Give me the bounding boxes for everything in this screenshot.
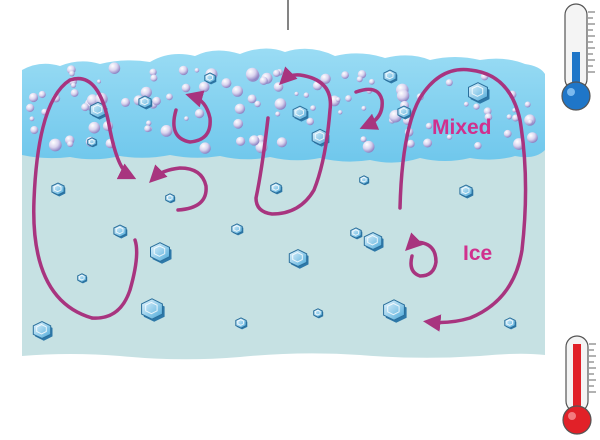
air-bubble-icon	[357, 76, 363, 82]
air-bubble-icon	[294, 92, 298, 96]
air-bubble-icon	[306, 118, 314, 126]
air-bubble-icon	[166, 94, 173, 101]
air-bubble-icon	[504, 130, 512, 138]
air-bubble-icon	[152, 97, 161, 106]
air-bubble-icon	[30, 126, 38, 134]
air-bubble-icon	[527, 132, 538, 143]
air-bubble-icon	[199, 82, 210, 93]
air-bubble-icon	[507, 114, 512, 119]
air-bubble-icon	[248, 95, 257, 104]
air-bubble-icon	[109, 62, 121, 74]
air-bubble-icon	[69, 71, 75, 77]
air-bubble-icon	[369, 79, 375, 85]
air-bubble-icon	[474, 142, 481, 149]
air-bubble-icon	[49, 139, 62, 152]
air-bubble-icon	[146, 120, 151, 125]
air-bubble-icon	[195, 68, 200, 73]
air-bubble-icon	[341, 71, 349, 79]
air-bubble-icon	[221, 78, 231, 88]
air-bubble-icon	[26, 104, 34, 112]
air-bubble-icon	[30, 116, 35, 121]
air-bubble-icon	[235, 104, 245, 114]
air-bubble-icon	[150, 75, 157, 82]
air-bubble-icon	[407, 140, 415, 148]
air-bubble-icon	[184, 116, 189, 121]
air-bubble-icon	[397, 90, 409, 102]
air-bubble-icon	[528, 119, 533, 124]
air-bubble-icon	[277, 137, 287, 147]
air-bubble-icon	[182, 84, 191, 93]
air-bubble-icon	[29, 93, 38, 102]
air-bubble-icon	[273, 70, 280, 77]
air-bubble-icon	[81, 103, 89, 111]
air-bubble-icon	[446, 79, 453, 86]
air-bubble-icon	[71, 83, 76, 88]
air-bubble-icon	[161, 125, 173, 137]
air-bubble-icon	[67, 141, 73, 147]
air-bubble-icon	[260, 77, 268, 85]
air-bubble-icon	[39, 91, 46, 98]
air-bubble-icon	[254, 101, 260, 107]
air-bubble-icon	[121, 98, 130, 107]
air-bubble-icon	[363, 141, 375, 153]
air-bubble-icon	[275, 98, 287, 110]
air-bubble-icon	[525, 102, 531, 108]
air-bubble-icon	[361, 106, 366, 111]
air-bubble-icon	[361, 136, 367, 142]
air-bubble-icon	[246, 68, 259, 81]
air-bubble-icon	[199, 142, 210, 153]
air-bubble-icon	[236, 137, 245, 146]
air-bubble-icon	[372, 124, 376, 128]
air-bubble-icon	[304, 92, 309, 97]
air-bubble-icon	[464, 102, 469, 107]
air-bubble-icon	[275, 112, 280, 117]
air-bubble-icon	[232, 86, 243, 97]
air-bubble-icon	[423, 139, 432, 148]
air-bubble-icon	[274, 82, 284, 92]
air-bubble-icon	[233, 119, 243, 129]
mixed-label: Mixed	[432, 116, 492, 139]
air-bubble-icon	[71, 89, 79, 97]
air-bubble-icon	[473, 104, 479, 110]
air-bubble-icon	[249, 135, 259, 145]
warm-thermometer-icon	[563, 336, 596, 434]
air-bubble-icon	[310, 105, 316, 111]
air-bubble-icon	[195, 109, 204, 118]
ice-label: Ice	[463, 242, 492, 265]
air-bubble-icon	[345, 95, 352, 102]
cold-thermometer-icon	[562, 4, 595, 110]
air-bubble-icon	[89, 122, 101, 134]
air-bubble-icon	[336, 97, 341, 102]
air-bubble-icon	[97, 80, 101, 84]
air-bubble-icon	[144, 125, 151, 132]
air-bubble-icon	[338, 110, 342, 114]
air-bubble-icon	[179, 66, 188, 75]
